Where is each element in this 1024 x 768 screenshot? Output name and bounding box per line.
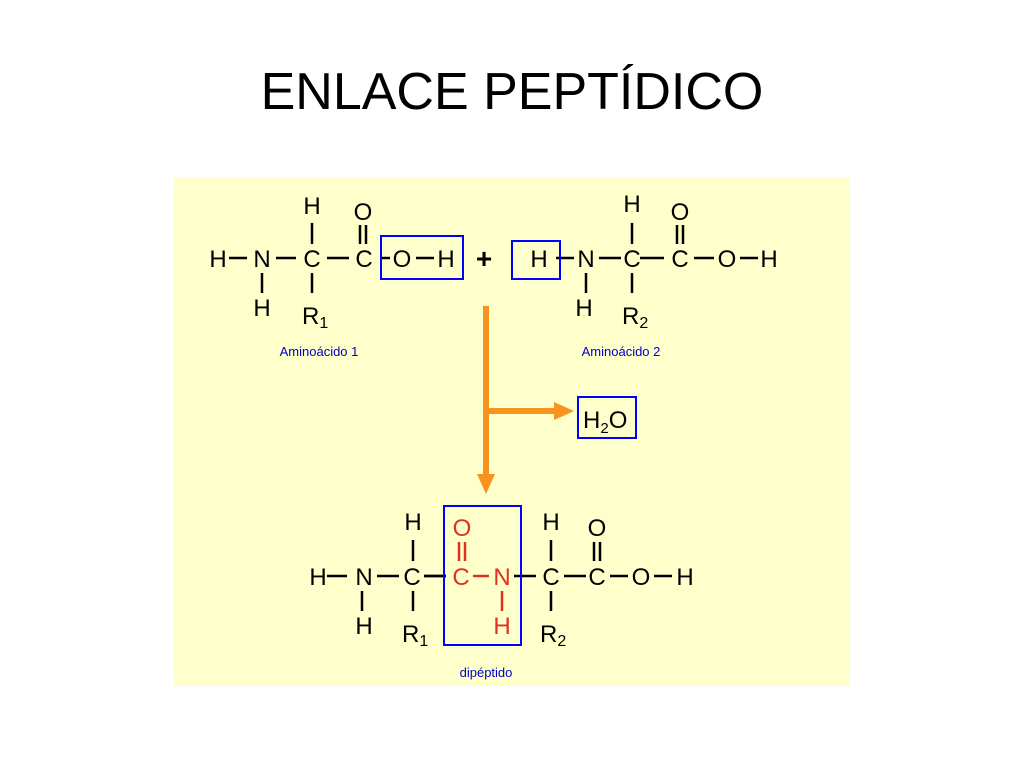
atom-h: H: [542, 509, 559, 536]
atom-c: C: [588, 564, 605, 591]
caption-aminoacid-1: Aminoácido 1: [280, 344, 359, 359]
plus-sign: +: [476, 243, 492, 274]
arrow-right-head: [554, 402, 574, 420]
atom-h: H: [676, 564, 693, 591]
arrow-right-icon: [486, 402, 574, 420]
atom-h: H: [437, 246, 454, 273]
atom-h: H: [209, 246, 226, 273]
caption-dipeptide: dipéptido: [460, 665, 513, 680]
atom-c: C: [303, 246, 320, 273]
atom-h: H: [623, 191, 640, 218]
r-subscript: 2: [557, 633, 566, 650]
atom-o: O: [354, 199, 373, 226]
atom-h: H: [404, 509, 421, 536]
atom-h: H: [355, 613, 372, 640]
r-group-2: R2: [622, 303, 648, 332]
aminoacid-1: H N C C O H H O H R1: [209, 193, 464, 332]
r-symbol: R: [302, 303, 319, 330]
atom-n: N: [355, 564, 372, 591]
r-subscript: 2: [639, 315, 648, 332]
water-formula: H2O: [583, 407, 627, 437]
r-symbol: R: [540, 621, 557, 648]
atom-c-peptide: C: [452, 564, 469, 591]
dipeptide: H N C C N C C O H H O H O H H R1 R2: [309, 505, 694, 650]
water-subscript: 2: [600, 420, 608, 437]
reaction-diagram: H N C C O H H O H R1 + H N C C O: [174, 178, 850, 686]
peptide-bond-lines: [457, 542, 504, 611]
atom-o: O: [632, 564, 651, 591]
atom-h: H: [530, 246, 547, 273]
atom-h: H: [760, 246, 777, 273]
water-o: O: [609, 407, 628, 434]
atom-o: O: [718, 246, 737, 273]
atom-o: O: [671, 199, 690, 226]
atom-n-peptide: N: [493, 564, 510, 591]
aminoacid-2: H N C C O H H O H R2: [511, 191, 778, 332]
atom-n: N: [577, 246, 594, 273]
peptide-bond-box: [443, 505, 522, 646]
atom-o: O: [393, 246, 412, 273]
atom-h: H: [253, 295, 270, 322]
water-molecule: H2O: [577, 396, 637, 439]
r-subscript: 1: [319, 315, 328, 332]
r-symbol: R: [622, 303, 639, 330]
arrow-down-head: [477, 474, 495, 494]
dipeptide-bonds: [327, 540, 672, 611]
atom-n: N: [253, 246, 270, 273]
atom-h-peptide: H: [493, 613, 510, 640]
r-group-1: R1: [302, 303, 328, 332]
atom-c: C: [403, 564, 420, 591]
aminoacid-2-bonds: [556, 223, 758, 293]
atom-o: O: [588, 515, 607, 542]
hydrogen-highlight-box: [511, 240, 561, 280]
water-box: [577, 396, 637, 439]
atom-c: C: [542, 564, 559, 591]
atom-c: C: [671, 246, 688, 273]
r-subscript: 1: [419, 633, 428, 650]
hydroxyl-highlight-box: [380, 235, 464, 280]
r-group-2: R2: [540, 621, 566, 650]
water-h: H: [583, 407, 600, 434]
r-symbol: R: [402, 621, 419, 648]
arrow-down-icon: [477, 306, 495, 494]
atom-c: C: [623, 246, 640, 273]
atom-h: H: [575, 295, 592, 322]
atom-c: C: [355, 246, 372, 273]
page-title: ENLACE PEPTÍDICO: [260, 63, 764, 121]
r-group-1: R1: [402, 621, 428, 650]
aminoacid-1-bonds: [229, 223, 434, 293]
atom-h: H: [309, 564, 326, 591]
atom-h: H: [303, 193, 320, 220]
atom-o-peptide: O: [453, 515, 472, 542]
caption-aminoacid-2: Aminoácido 2: [582, 344, 661, 359]
